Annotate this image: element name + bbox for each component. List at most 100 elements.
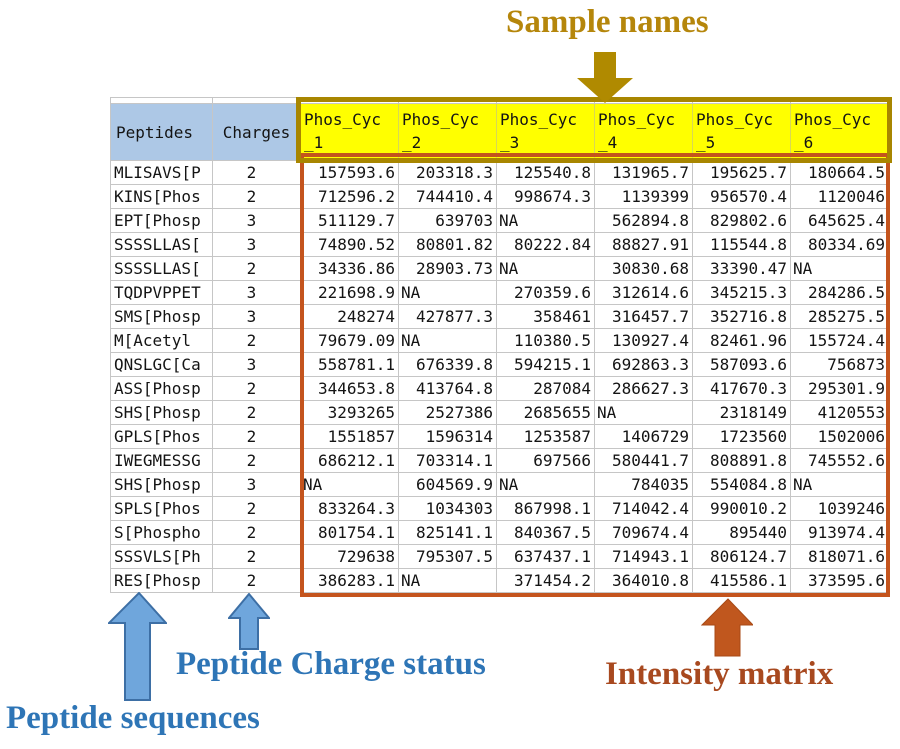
- intensity-cell[interactable]: 30830.68: [595, 257, 693, 281]
- peptide-cell[interactable]: SPLS[Phos: [111, 497, 213, 521]
- intensity-cell[interactable]: 806124.7: [693, 545, 791, 569]
- intensity-cell[interactable]: 833264.3: [301, 497, 399, 521]
- intensity-cell[interactable]: 373595.6: [791, 569, 889, 593]
- column-header-sample-3[interactable]: Phos_Cyc _3: [497, 104, 595, 161]
- intensity-cell[interactable]: 286627.3: [595, 377, 693, 401]
- intensity-cell[interactable]: 203318.3: [399, 161, 497, 185]
- intensity-cell[interactable]: 686212.1: [301, 449, 399, 473]
- charge-cell[interactable]: 2: [213, 497, 301, 521]
- intensity-cell[interactable]: 248274: [301, 305, 399, 329]
- intensity-cell[interactable]: 415586.1: [693, 569, 791, 593]
- peptide-cell[interactable]: SHS[Phosp: [111, 473, 213, 497]
- intensity-cell[interactable]: 82461.96: [693, 329, 791, 353]
- intensity-cell[interactable]: 1120046: [791, 185, 889, 209]
- intensity-cell[interactable]: 697566: [497, 449, 595, 473]
- peptide-cell[interactable]: EPT[Phosp: [111, 209, 213, 233]
- intensity-cell[interactable]: 4120553: [791, 401, 889, 425]
- intensity-cell[interactable]: 1406729: [595, 425, 693, 449]
- intensity-cell[interactable]: 714943.1: [595, 545, 693, 569]
- intensity-cell[interactable]: 637437.1: [497, 545, 595, 569]
- column-header-sample-4[interactable]: Phos_Cyc _4: [595, 104, 693, 161]
- intensity-cell[interactable]: 1039246: [791, 497, 889, 521]
- intensity-cell[interactable]: 604569.9: [399, 473, 497, 497]
- intensity-cell[interactable]: 316457.7: [595, 305, 693, 329]
- peptide-cell[interactable]: SMS[Phosp: [111, 305, 213, 329]
- intensity-cell[interactable]: NA: [497, 209, 595, 233]
- intensity-cell[interactable]: 562894.8: [595, 209, 693, 233]
- intensity-cell[interactable]: 195625.7: [693, 161, 791, 185]
- intensity-cell[interactable]: NA: [497, 257, 595, 281]
- intensity-cell[interactable]: 345215.3: [693, 281, 791, 305]
- charge-cell[interactable]: 3: [213, 305, 301, 329]
- intensity-cell[interactable]: 714042.4: [595, 497, 693, 521]
- intensity-cell[interactable]: 344653.8: [301, 377, 399, 401]
- peptide-cell[interactable]: M[Acetyl: [111, 329, 213, 353]
- intensity-cell[interactable]: 729638: [301, 545, 399, 569]
- column-header-sample-5[interactable]: Phos_Cyc _5: [693, 104, 791, 161]
- column-header-sample-1[interactable]: Phos_Cyc _1: [301, 104, 399, 161]
- intensity-cell[interactable]: 33390.47: [693, 257, 791, 281]
- intensity-cell[interactable]: 795307.5: [399, 545, 497, 569]
- intensity-cell[interactable]: 2318149: [693, 401, 791, 425]
- intensity-cell[interactable]: 1596314: [399, 425, 497, 449]
- intensity-cell[interactable]: 110380.5: [497, 329, 595, 353]
- intensity-cell[interactable]: 2685655: [497, 401, 595, 425]
- intensity-cell[interactable]: 709674.4: [595, 521, 693, 545]
- intensity-cell[interactable]: 80334.69: [791, 233, 889, 257]
- intensity-cell[interactable]: NA: [791, 257, 889, 281]
- intensity-cell[interactable]: 756873: [791, 353, 889, 377]
- intensity-cell[interactable]: 692863.3: [595, 353, 693, 377]
- intensity-cell[interactable]: 990010.2: [693, 497, 791, 521]
- intensity-cell[interactable]: NA: [399, 281, 497, 305]
- intensity-cell[interactable]: 818071.6: [791, 545, 889, 569]
- intensity-cell[interactable]: 386283.1: [301, 569, 399, 593]
- charge-cell[interactable]: 2: [213, 545, 301, 569]
- intensity-cell[interactable]: NA: [791, 473, 889, 497]
- charge-cell[interactable]: 2: [213, 401, 301, 425]
- intensity-cell[interactable]: 1551857: [301, 425, 399, 449]
- intensity-cell[interactable]: 295301.9: [791, 377, 889, 401]
- intensity-cell[interactable]: 895440: [693, 521, 791, 545]
- intensity-cell[interactable]: 744410.4: [399, 185, 497, 209]
- intensity-cell[interactable]: 913974.4: [791, 521, 889, 545]
- intensity-cell[interactable]: 130927.4: [595, 329, 693, 353]
- intensity-cell[interactable]: 80801.82: [399, 233, 497, 257]
- intensity-cell[interactable]: 2527386: [399, 401, 497, 425]
- charge-cell[interactable]: 2: [213, 329, 301, 353]
- intensity-cell[interactable]: 558781.1: [301, 353, 399, 377]
- intensity-cell[interactable]: 312614.6: [595, 281, 693, 305]
- intensity-cell[interactable]: 157593.6: [301, 161, 399, 185]
- intensity-cell[interactable]: 1139399: [595, 185, 693, 209]
- intensity-cell[interactable]: 3293265: [301, 401, 399, 425]
- intensity-cell[interactable]: 285275.5: [791, 305, 889, 329]
- intensity-cell[interactable]: NA: [399, 329, 497, 353]
- intensity-cell[interactable]: 115544.8: [693, 233, 791, 257]
- intensity-cell[interactable]: 829802.6: [693, 209, 791, 233]
- peptide-cell[interactable]: S[Phospho: [111, 521, 213, 545]
- column-header-sample-2[interactable]: Phos_Cyc _2: [399, 104, 497, 161]
- column-header-peptides[interactable]: Peptides: [111, 104, 213, 161]
- intensity-cell[interactable]: 74890.52: [301, 233, 399, 257]
- peptide-cell[interactable]: QNSLGC[Ca: [111, 353, 213, 377]
- peptide-cell[interactable]: MLISAVS[P: [111, 161, 213, 185]
- intensity-cell[interactable]: 371454.2: [497, 569, 595, 593]
- peptide-cell[interactable]: RES[Phosp: [111, 569, 213, 593]
- intensity-cell[interactable]: 427877.3: [399, 305, 497, 329]
- charge-cell[interactable]: 3: [213, 281, 301, 305]
- intensity-cell[interactable]: 639703: [399, 209, 497, 233]
- intensity-cell[interactable]: 587093.6: [693, 353, 791, 377]
- intensity-cell[interactable]: NA: [301, 473, 399, 497]
- intensity-cell[interactable]: 287084: [497, 377, 595, 401]
- intensity-cell[interactable]: 364010.8: [595, 569, 693, 593]
- intensity-cell[interactable]: 270359.6: [497, 281, 595, 305]
- intensity-cell[interactable]: 413764.8: [399, 377, 497, 401]
- intensity-cell[interactable]: 88827.91: [595, 233, 693, 257]
- intensity-cell[interactable]: 956570.4: [693, 185, 791, 209]
- intensity-cell[interactable]: 840367.5: [497, 521, 595, 545]
- intensity-cell[interactable]: 1723560: [693, 425, 791, 449]
- intensity-cell[interactable]: 998674.3: [497, 185, 595, 209]
- intensity-cell[interactable]: 80222.84: [497, 233, 595, 257]
- intensity-cell[interactable]: 28903.73: [399, 257, 497, 281]
- charge-cell[interactable]: 2: [213, 185, 301, 209]
- peptide-cell[interactable]: IWEGMESSG: [111, 449, 213, 473]
